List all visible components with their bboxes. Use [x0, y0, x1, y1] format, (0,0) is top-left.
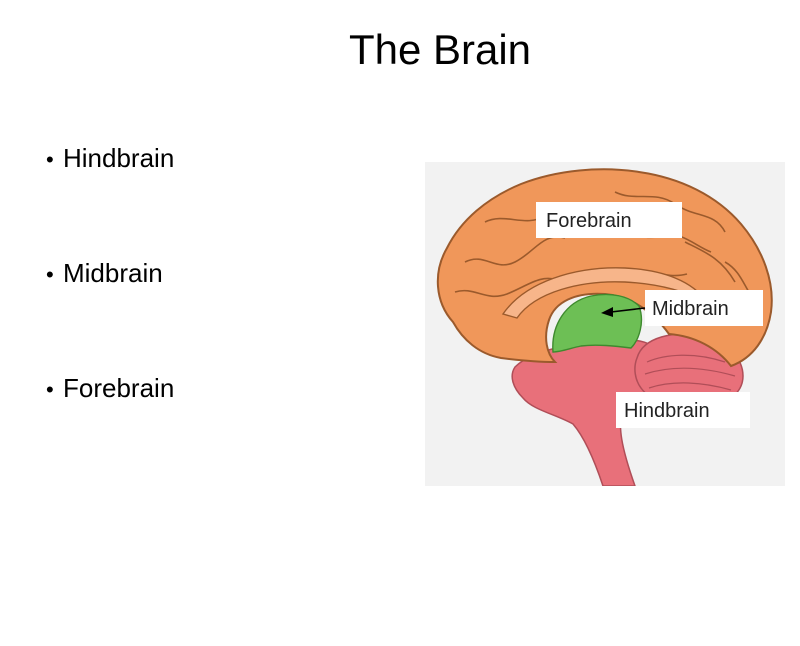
midbrain-arrow-icon — [601, 307, 646, 317]
bullet-label: Hindbrain — [63, 143, 175, 173]
label-midbrain-text: Midbrain — [652, 298, 729, 320]
label-midbrain: Midbrain — [645, 290, 763, 326]
slide-title: The Brain — [348, 26, 532, 73]
label-hindbrain-text: Hindbrain — [624, 400, 710, 422]
label-forebrain: Forebrain — [536, 202, 682, 238]
bullet-label: Forebrain — [63, 373, 175, 403]
label-hindbrain: Hindbrain — [616, 392, 750, 428]
bullet-icon: • — [46, 147, 54, 172]
bullet-item-midbrain: • Midbrain — [46, 257, 163, 291]
brain-diagram-svg: Forebrain Midbrain Hindbrain — [436, 168, 773, 486]
bullet-label: Midbrain — [63, 258, 163, 288]
label-forebrain-text: Forebrain — [546, 210, 632, 232]
brain-diagram: Forebrain Midbrain Hindbrain — [425, 162, 785, 486]
cerebellum-folds — [644, 354, 736, 403]
bullet-icon: • — [46, 377, 54, 402]
bullet-icon: • — [46, 262, 54, 287]
bullet-item-forebrain: • Forebrain — [46, 372, 174, 406]
midbrain-region — [552, 293, 643, 353]
bullet-item-hindbrain: • Hindbrain — [46, 142, 174, 176]
